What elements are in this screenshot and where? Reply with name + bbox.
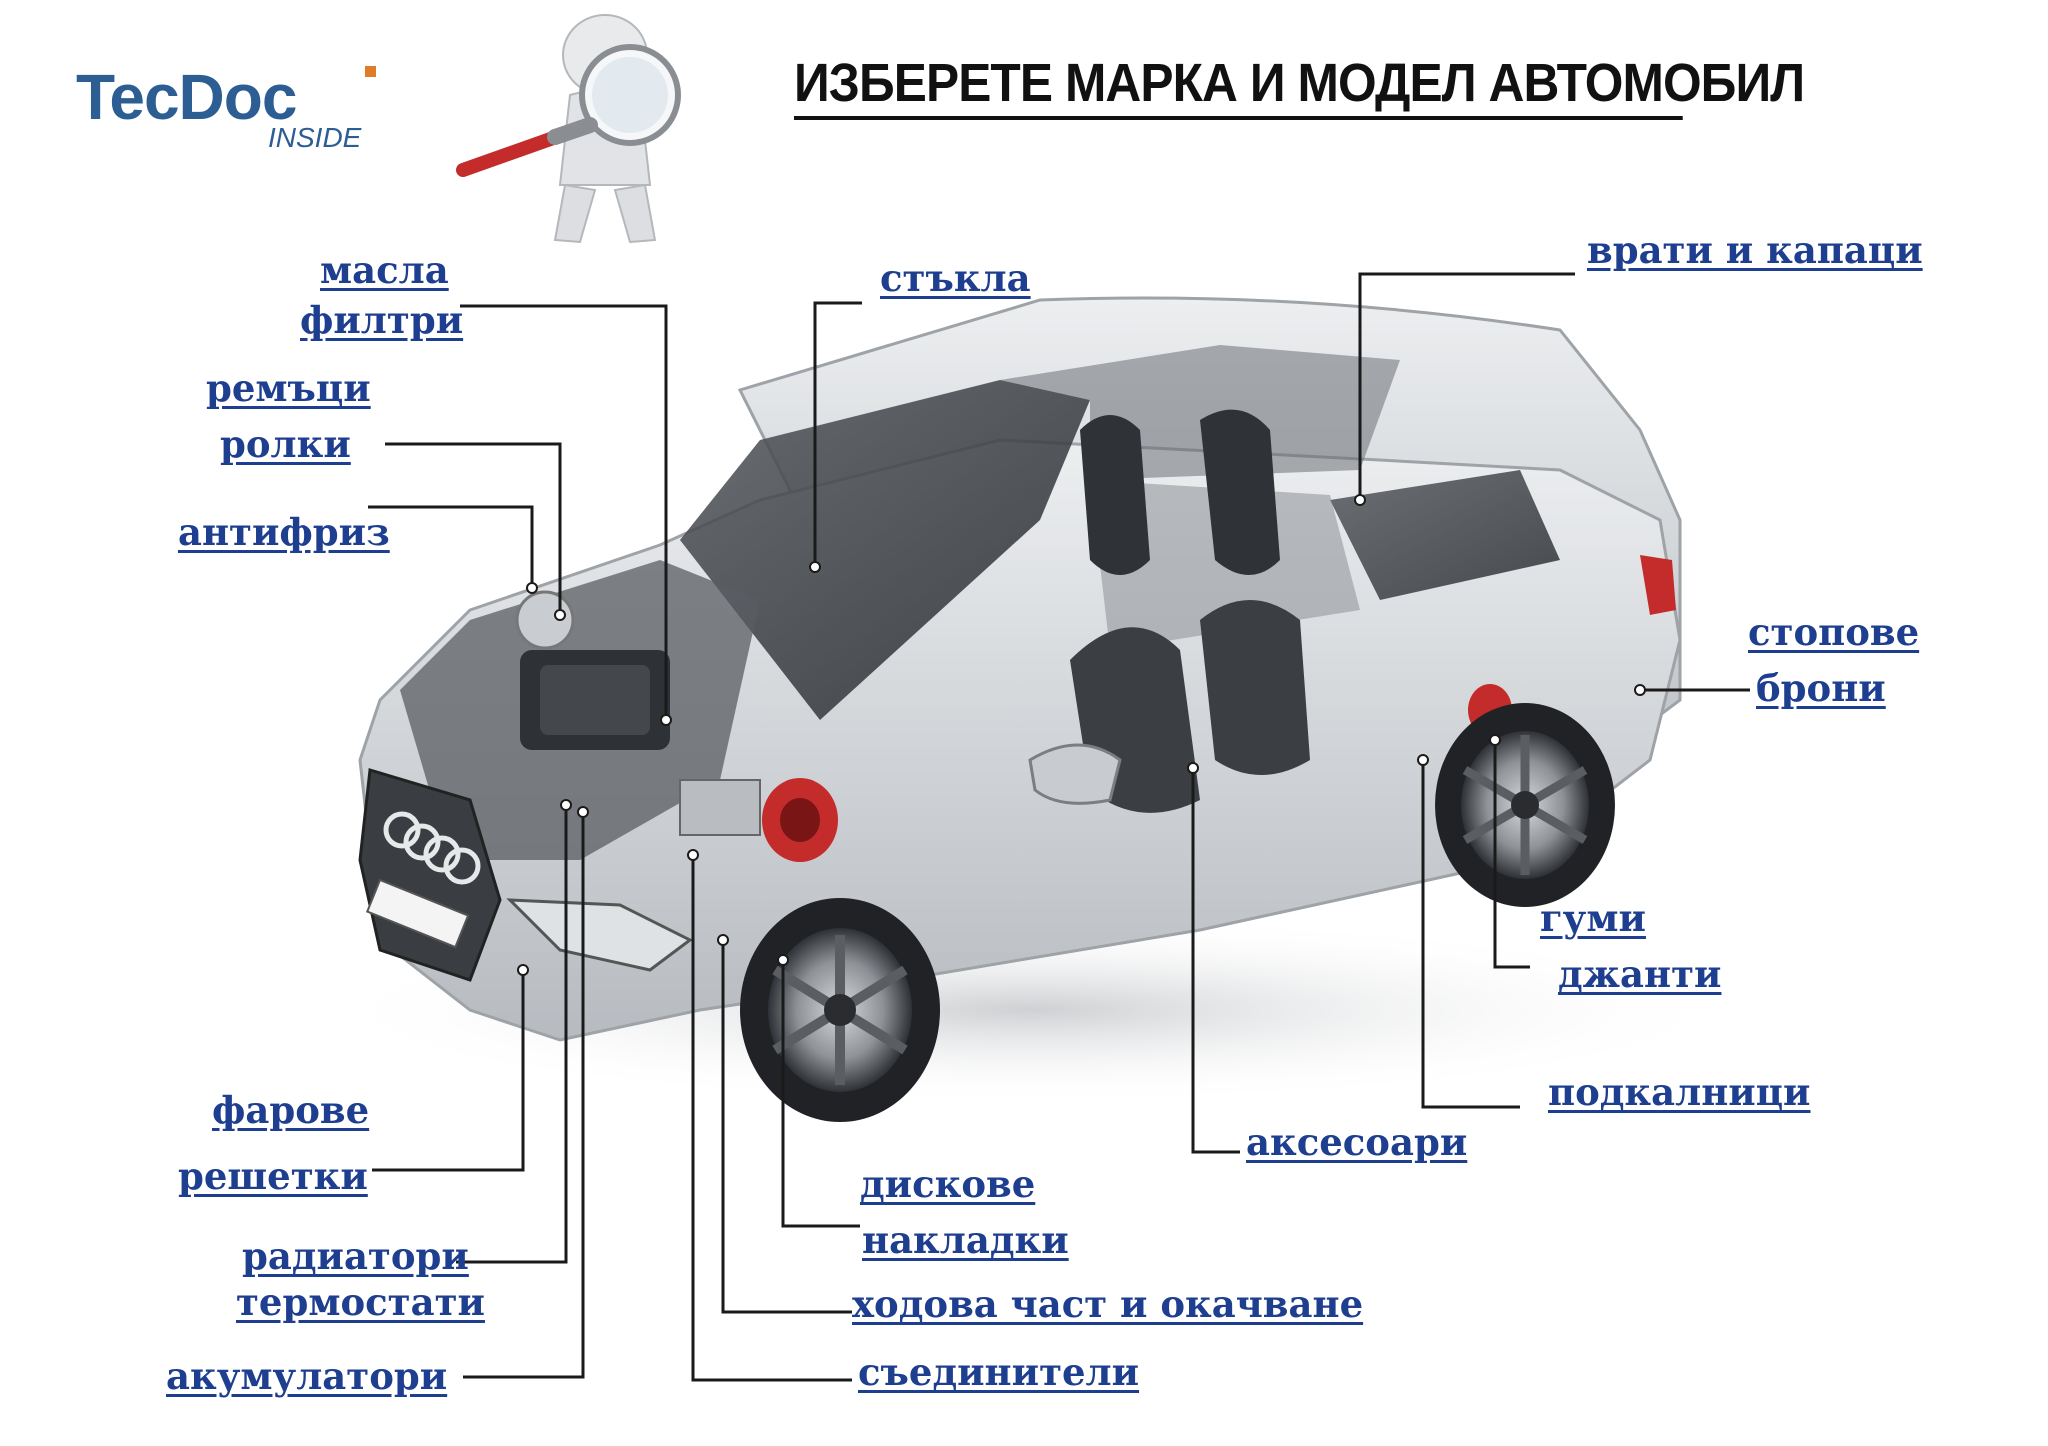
link-gumi[interactable]: гуми [1540,896,1646,940]
link-stopove[interactable]: стопове [1748,610,1920,654]
link-farove[interactable]: фарове [212,1088,370,1132]
link-diskove[interactable]: дискове [860,1162,1036,1206]
link-sadiniteli[interactable]: съединители [858,1350,1140,1394]
link-remaci[interactable]: ремъци [206,366,371,410]
logo-square-icon [365,66,376,77]
link-rolki[interactable]: ролки [220,422,351,466]
link-radiatori[interactable]: радиатори [242,1234,469,1278]
link-hodova-chast[interactable]: ходова част и окачване [852,1282,1364,1326]
link-stakla[interactable]: стъкла [880,256,1031,300]
logo-name: TecDoc [76,61,297,133]
magnifier-person-icon [456,14,681,244]
logo-tagline: INSIDE [268,122,362,153]
link-termostati[interactable]: термостати [236,1280,485,1324]
link-reshetki[interactable]: решетки [178,1154,368,1198]
link-dzhanti[interactable]: джанти [1558,952,1722,996]
link-antifriz[interactable]: антифриз [178,510,390,554]
link-podkalnici[interactable]: подкалници [1548,1070,1811,1114]
link-aksesoari[interactable]: аксесоари [1246,1120,1468,1164]
link-masla[interactable]: масла [320,248,449,292]
link-akumulatori[interactable]: акумулатори [166,1354,448,1398]
tecdoc-logo: TecDoc INSIDE [68,50,398,180]
link-broni[interactable]: брони [1756,666,1886,710]
link-vrati-kapaci[interactable]: врати и капаци [1587,228,1923,272]
link-nakladki[interactable]: накладки [862,1218,1069,1262]
link-filtri[interactable]: филтри [300,298,464,342]
page-title: ИЗБЕРЕТЕ МАРКА И МОДЕЛ АВТОМОБИЛ [794,52,1805,120]
